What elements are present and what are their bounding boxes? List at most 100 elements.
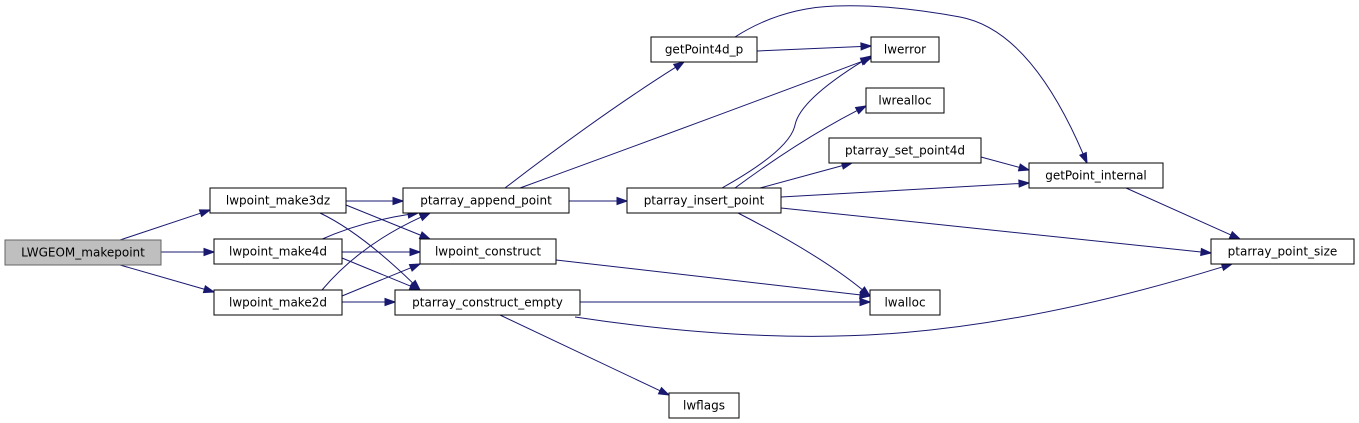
arrowhead-icon	[384, 297, 397, 307]
arrowhead-icon	[408, 263, 422, 272]
node-ptarray-construct-empty[interactable]: ptarray_construct_empty	[394, 289, 581, 316]
edge-getpoint-internal-to-ptarray-point-size	[1125, 187, 1242, 240]
edge-line	[737, 212, 863, 291]
call-graph-nodes: LWGEOM_makepoint lwpoint_make3dz lwpoint_m…	[4, 36, 1355, 419]
edge-line	[555, 259, 861, 296]
node-box[interactable]	[1028, 162, 1164, 189]
edge-line	[504, 66, 676, 189]
node-label: LWGEOM_makepoint	[21, 246, 145, 260]
node-label: ptarray_append_point	[420, 194, 552, 208]
edge-lwgeom-makepoint-to-lwpoint-make3dz	[119, 209, 212, 241]
call-graph-edges	[119, 5, 1242, 396]
node-box[interactable]	[402, 187, 570, 214]
node-box[interactable]	[213, 289, 343, 316]
node-label: lwpoint_make4d	[229, 245, 327, 259]
edge-line	[341, 257, 411, 287]
edge-line	[1125, 187, 1232, 236]
edge-ptarray-insert-point-to-getpoint-internal	[780, 179, 1031, 198]
node-label: lwpoint_make3dz	[226, 194, 330, 208]
edge-lwgeom-makepoint-to-lwpoint-make2d	[119, 264, 216, 294]
node-lwalloc[interactable]: lwalloc	[869, 289, 941, 316]
node-box[interactable]	[4, 239, 162, 266]
edge-lwpoint-make3dz-to-ptarray-append-point	[346, 196, 405, 206]
edge-lwpoint-make2d-to-lwpoint-construct	[341, 263, 422, 297]
edge-getpoint4d-p-to-lwerror	[756, 42, 873, 52]
arrowhead-icon	[203, 247, 216, 257]
edge-line	[759, 165, 843, 189]
node-label: ptarray_construct_empty	[412, 296, 563, 310]
node-box[interactable]	[419, 238, 557, 265]
edge-lwpoint-construct-to-lwalloc	[555, 259, 872, 299]
node-box[interactable]	[394, 289, 581, 316]
arrowhead-icon	[418, 212, 432, 222]
node-lwerror[interactable]: lwerror	[870, 36, 940, 63]
node-label: getPoint_internal	[1045, 169, 1147, 183]
arrowhead-icon	[1200, 247, 1213, 257]
edge-line	[499, 314, 661, 392]
node-ptarray-append-point[interactable]: ptarray_append_point	[402, 187, 570, 214]
node-label: lwalloc	[884, 296, 925, 310]
node-lwgeom-makepoint[interactable]: LWGEOM_makepoint	[4, 239, 162, 266]
node-box[interactable]	[213, 238, 343, 265]
arrowhead-icon	[859, 55, 873, 66]
node-box[interactable]	[668, 392, 740, 419]
node-box[interactable]	[626, 187, 782, 214]
edge-ptarray-construct-empty-to-lwflags	[499, 314, 671, 396]
node-box[interactable]	[865, 87, 945, 114]
node-ptarray-set-point4d[interactable]: ptarray_set_point4d	[828, 137, 982, 164]
node-box[interactable]	[870, 36, 940, 63]
edge-line	[345, 204, 421, 236]
edge-ptarray-insert-point-to-lwrealloc	[734, 105, 868, 189]
edge-ptarray-append-point-to-getpoint4d-p	[504, 61, 686, 189]
arrowhead-icon	[657, 386, 671, 396]
arrowhead-icon	[409, 247, 422, 257]
node-box[interactable]	[828, 137, 982, 164]
edge-line	[321, 216, 422, 291]
edge-ptarray-insert-point-to-ptarray-point-size	[780, 207, 1213, 257]
node-box[interactable]	[869, 289, 941, 316]
arrowhead-icon	[198, 209, 212, 218]
node-label: lwpoint_make2d	[229, 296, 327, 310]
edge-ptarray-insert-point-to-lwerror	[721, 55, 873, 189]
arrowhead-icon	[1078, 151, 1088, 165]
edge-line	[734, 110, 858, 189]
node-lwrealloc[interactable]: lwrealloc	[865, 87, 945, 114]
node-label: ptarray_point_size	[1228, 245, 1338, 259]
edge-ptarray-set-point4d-to-getpoint-internal	[980, 156, 1031, 172]
node-box[interactable]	[1210, 238, 1355, 265]
node-lwpoint-make4d[interactable]: lwpoint_make4d	[213, 238, 343, 265]
edge-lwpoint-make2d-to-ptarray-append-point	[321, 212, 432, 291]
edge-lwgeom-makepoint-to-lwpoint-make4d	[161, 247, 216, 257]
edge-line	[721, 60, 863, 189]
node-box[interactable]	[209, 187, 347, 214]
node-lwpoint-make2d[interactable]: lwpoint_make2d	[213, 289, 343, 316]
edge-line	[780, 183, 1020, 198]
arrowhead-icon	[860, 42, 873, 51]
edge-ptarray-append-point-to-ptarray-insert-point	[569, 196, 629, 206]
edge-lwpoint-make3dz-to-lwpoint-construct	[345, 204, 432, 240]
arrowhead-icon	[1220, 263, 1234, 272]
node-ptarray-point-size[interactable]: ptarray_point_size	[1210, 238, 1355, 265]
edge-line	[319, 214, 409, 241]
edge-lwpoint-make4d-to-ptarray-construct-empty	[341, 257, 422, 291]
node-lwpoint-construct[interactable]: lwpoint_construct	[419, 238, 557, 265]
node-getpoint4d-p[interactable]: getPoint4d_p	[650, 36, 758, 63]
edge-ptarray-insert-point-to-ptarray-set-point4d	[759, 161, 854, 189]
edge-lwpoint-make2d-to-ptarray-construct-empty	[342, 297, 397, 307]
node-label: ptarray_insert_point	[644, 194, 765, 208]
edge-line	[980, 156, 1020, 168]
node-box[interactable]	[650, 36, 758, 63]
arrowhead-icon	[1018, 179, 1031, 188]
node-getpoint-internal[interactable]: getPoint_internal	[1028, 162, 1164, 189]
edge-line	[574, 266, 1223, 337]
edge-line	[734, 5, 1084, 155]
edge-line	[519, 61, 862, 189]
node-ptarray-insert-point[interactable]: ptarray_insert_point	[626, 187, 782, 214]
node-lwflags[interactable]: lwflags	[668, 392, 740, 419]
edge-line	[756, 45, 862, 52]
edge-line	[341, 267, 411, 297]
node-lwpoint-make3dz[interactable]: lwpoint_make3dz	[209, 187, 347, 214]
node-label: lwerror	[884, 43, 926, 57]
edge-line	[780, 207, 1202, 253]
